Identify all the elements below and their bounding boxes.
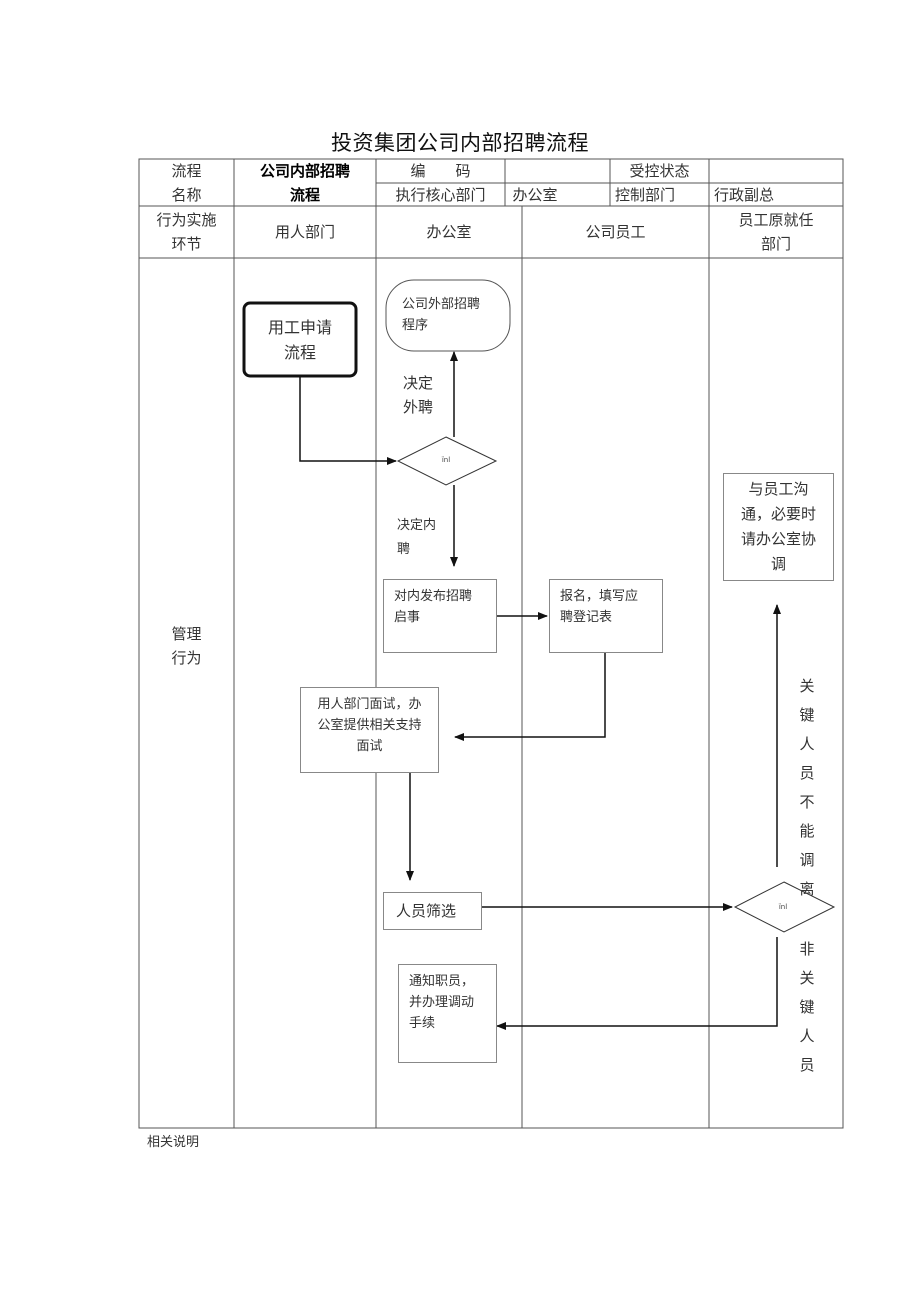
lane-header-office: 办公室 <box>426 223 472 241</box>
decision-diamond-1 <box>396 436 498 486</box>
status-label: 受控状态 <box>629 162 690 180</box>
code-value <box>505 159 610 183</box>
label-internal-hire: 决定内 聘 <box>397 518 437 557</box>
stage-label: 行为实施 环节 <box>156 211 217 253</box>
node-notify-transfer: 通知职员， 并办理调动 手续 <box>398 964 497 1063</box>
control-dept-value: 行政副总 <box>713 185 774 204</box>
code-label: 编 码 <box>410 162 471 180</box>
node-communicate: 与员工沟 通，必要时 请办公室协 调 <box>723 473 834 581</box>
arrow-register-to-interview <box>454 653 606 741</box>
core-dept-label: 执行核心部门 <box>395 185 486 204</box>
process-name-value: 公司内部招聘 流程 <box>259 161 350 204</box>
lane-header-original-dept: 员工原就任 部门 <box>738 211 814 253</box>
node-register-form: 报名，填写应 聘登记表 <box>549 579 663 653</box>
table-border <box>138 158 844 1129</box>
node-hiring-request: 用工申请 流程 <box>267 317 332 362</box>
label-external-hire: 决定 外聘 <box>403 374 434 416</box>
arrow-start-to-decision <box>299 376 397 465</box>
process-name-label: 流程 名称 <box>171 161 202 204</box>
row-label-management: 管理 行为 <box>171 625 202 667</box>
decision-1-label: ïnl <box>441 456 451 464</box>
label-key-staff: 关键人员不能调离 <box>799 677 815 898</box>
node-interview: 用人部门面试，办 公室提供相关支持 面试 <box>300 687 439 773</box>
label-non-key-staff: 非关键人员 <box>799 940 815 1074</box>
control-dept-label: 控制部门 <box>614 185 675 204</box>
related-notes-label: 相关说明 <box>147 1135 200 1150</box>
node-external-hiring: 公司外部招聘 程序 <box>402 297 481 333</box>
node-publish-notice: 对内发布招聘 启事 <box>383 579 497 653</box>
arrow-decision-to-notify <box>496 937 778 1030</box>
table-grid <box>138 158 844 1129</box>
page-title: 投资集团公司内部招聘流程 <box>331 131 589 155</box>
lane-header-hiring-dept: 用人部门 <box>274 223 335 241</box>
status-value <box>709 159 843 183</box>
lane-header-employee: 公司员工 <box>585 223 646 241</box>
decision-diamond-2 <box>733 881 836 933</box>
decision-2-label: ïnl <box>778 903 788 911</box>
core-dept-value: 办公室 <box>512 185 558 204</box>
node-screening: 人员筛选 <box>383 892 482 930</box>
external-hire-terminator <box>385 279 511 352</box>
